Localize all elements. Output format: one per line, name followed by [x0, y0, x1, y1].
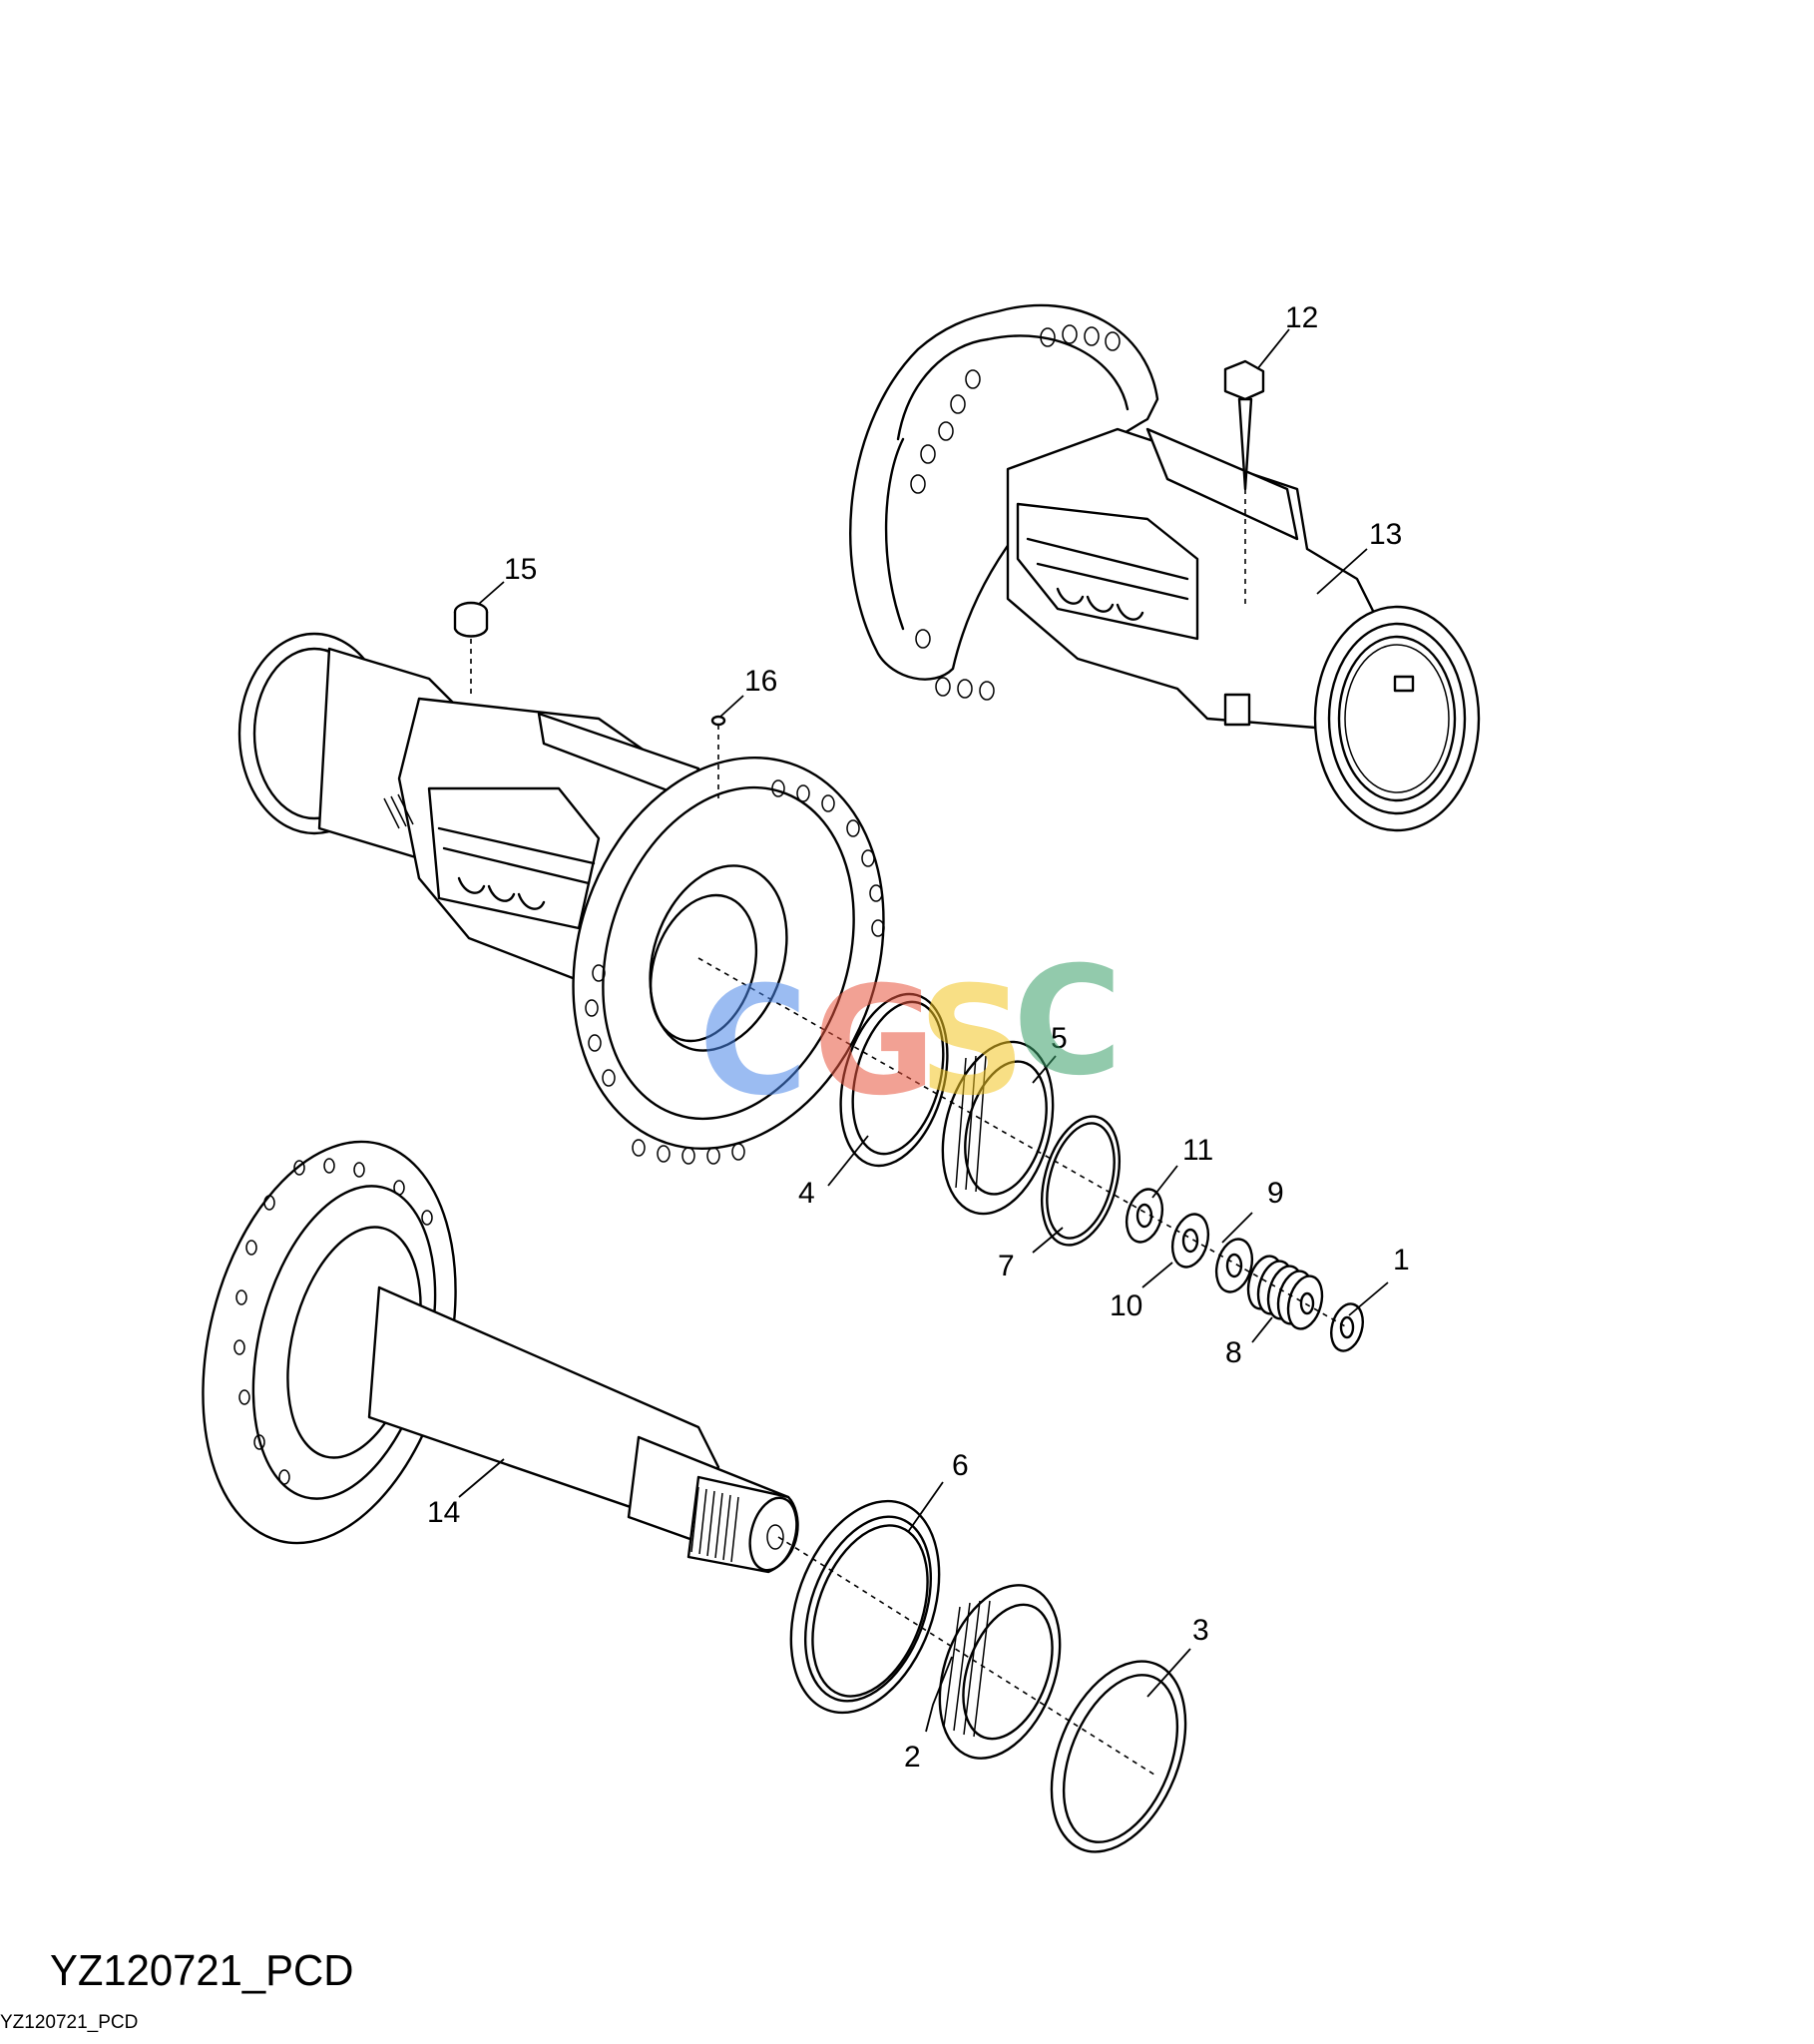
callout-16: 16 [744, 665, 777, 698]
axle-housing-upper [849, 303, 1481, 832]
shim-stack-8 [1246, 1255, 1324, 1330]
callout-labels: 1 2 3 4 5 6 7 8 9 10 11 12 13 14 15 16 [427, 301, 1410, 1774]
callout-11: 11 [1182, 1134, 1213, 1167]
washer-9 [1214, 1238, 1254, 1293]
bearing-cup-6 [789, 1499, 941, 1715]
callout-2: 2 [904, 1741, 921, 1774]
washer-10 [1170, 1213, 1210, 1269]
callout-8: 8 [1225, 1336, 1242, 1369]
fill-plug [453, 601, 489, 638]
assembly-centerlines [470, 489, 1348, 1778]
callout-10: 10 [1110, 1289, 1142, 1322]
leader-lines [458, 328, 1389, 1733]
hub-bolt-holes [233, 1158, 433, 1485]
watermark-letter-4: C [1013, 935, 1123, 1109]
axle-housing-lower [237, 632, 885, 1165]
callout-7: 7 [998, 1250, 1015, 1282]
figure-caption: YZ120721_PCD [0, 2012, 139, 2033]
figure-title: YZ120721_PCD [50, 1946, 354, 1995]
tapered-roller-bearing-2 [938, 1584, 1062, 1760]
cap-screw [1223, 359, 1265, 491]
flange-bolt-holes [585, 779, 885, 1165]
callout-5: 5 [1051, 1022, 1068, 1055]
callout-1: 1 [1393, 1244, 1410, 1277]
bearing-cup-4 [839, 992, 949, 1168]
vent-plug [710, 715, 726, 727]
watermark-logo: C G S C [698, 935, 1123, 1129]
shim-7 [1041, 1115, 1121, 1247]
spline-teeth [690, 1486, 739, 1563]
washer-1 [1330, 1302, 1364, 1352]
hatch-detail [383, 793, 414, 829]
watermark-letter-2: G [813, 955, 936, 1129]
callout-9: 9 [1267, 1177, 1284, 1210]
callout-14: 14 [427, 1496, 460, 1529]
watermark-letter-1: C [698, 955, 808, 1129]
flange-bolt-holes [910, 324, 1121, 701]
callout-12: 12 [1285, 301, 1318, 334]
housing-ribs [1056, 587, 1144, 621]
watermark-letter-3: S [918, 955, 1026, 1129]
washer-11 [1125, 1188, 1164, 1244]
callout-3: 3 [1192, 1614, 1209, 1647]
axle-shaft-with-hub-flange [202, 1140, 799, 1574]
bearing-cup-3 [1050, 1660, 1187, 1853]
callout-4: 4 [798, 1177, 815, 1210]
callout-6: 6 [952, 1449, 969, 1482]
callout-15: 15 [504, 553, 537, 586]
callout-13: 13 [1369, 518, 1402, 551]
housing-ribs [457, 876, 546, 910]
